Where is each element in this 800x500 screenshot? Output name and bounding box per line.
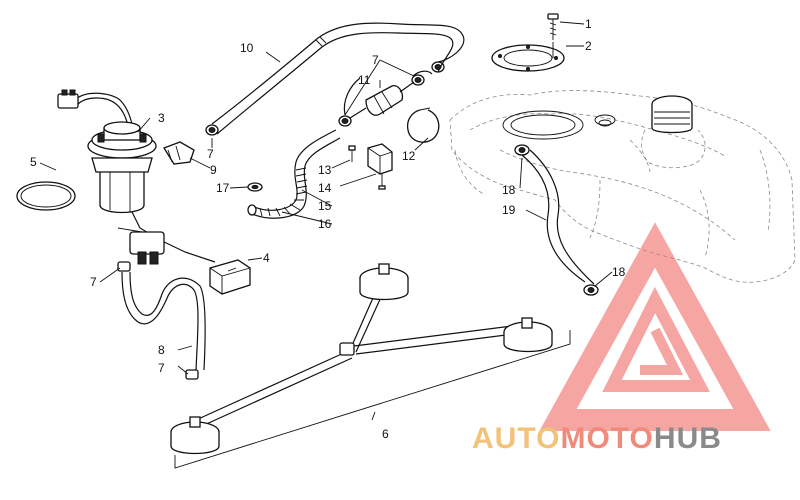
watermark-logo: [539, 222, 771, 431]
elbow-fitting-part: [163, 141, 195, 165]
callout-2: 2: [585, 39, 592, 53]
watermark-brand: AUTOMOTOHUB: [472, 422, 722, 455]
callout-19: 19: [502, 203, 516, 217]
sender-float-part: [209, 259, 251, 295]
watermark-triangle-inner: [602, 286, 710, 392]
small-clamp-part: [247, 182, 263, 192]
callout-7-c: 7: [90, 275, 97, 289]
leader-lines: [39, 21, 613, 421]
watermark-moto: MOTO: [560, 422, 653, 455]
callout-8: 8: [158, 343, 165, 357]
callout-9: 9: [210, 163, 217, 177]
clamp-hose-8-bottom: [185, 369, 199, 380]
vent-crossover-assembly: [170, 263, 571, 469]
callout-18-a: 18: [502, 183, 516, 197]
tank-pump-opening: [502, 110, 584, 140]
screw-part: [547, 13, 559, 40]
callout-7-b: 7: [372, 53, 379, 67]
callout-15: 15: [318, 199, 332, 213]
watermark-triangle-outer: [539, 222, 771, 431]
fuel-filter-part: [343, 70, 433, 119]
hose-8-part: [121, 271, 206, 371]
callout-17: 17: [216, 181, 230, 195]
callout-10: 10: [240, 41, 254, 55]
bracket-bolt-part: [348, 143, 393, 190]
callout-14: 14: [318, 181, 332, 195]
o-ring-seal-part: [16, 181, 76, 211]
retaining-ring-part: [491, 42, 565, 72]
tee-fitting: [339, 342, 355, 356]
hose-19-part: [521, 149, 595, 285]
watermark-auto: AUTO: [472, 422, 560, 455]
fuel-tank-outline: [449, 90, 796, 283]
fuel-pump-assembly: [57, 89, 216, 265]
callout-5: 5: [30, 155, 37, 169]
callout-4: 4: [263, 251, 270, 265]
callout-6: 6: [382, 427, 389, 441]
callout-11: 11: [358, 73, 371, 87]
callout-16: 16: [318, 217, 332, 231]
callout-7-d: 7: [158, 361, 165, 375]
fuel-hose-10: [211, 22, 465, 135]
corrugated-hose-part: [247, 129, 341, 219]
clamp-hose-8-top: [117, 261, 131, 272]
watermark-hub: HUB: [654, 422, 722, 455]
callout-18-b: 18: [612, 265, 626, 279]
callout-labels: 1 2 3 4 5 6 7 7 7 7 8 9 10 11 12 13 14 1…: [30, 17, 626, 441]
ring-clip-part: [406, 107, 440, 143]
callout-3: 3: [158, 111, 165, 125]
callout-1: 1: [585, 17, 592, 31]
pump-connector: [57, 93, 79, 109]
callout-12: 12: [402, 149, 416, 163]
hose-clamp-group: [117, 61, 599, 380]
callout-7-a: 7: [207, 147, 214, 161]
callout-13: 13: [318, 163, 332, 177]
